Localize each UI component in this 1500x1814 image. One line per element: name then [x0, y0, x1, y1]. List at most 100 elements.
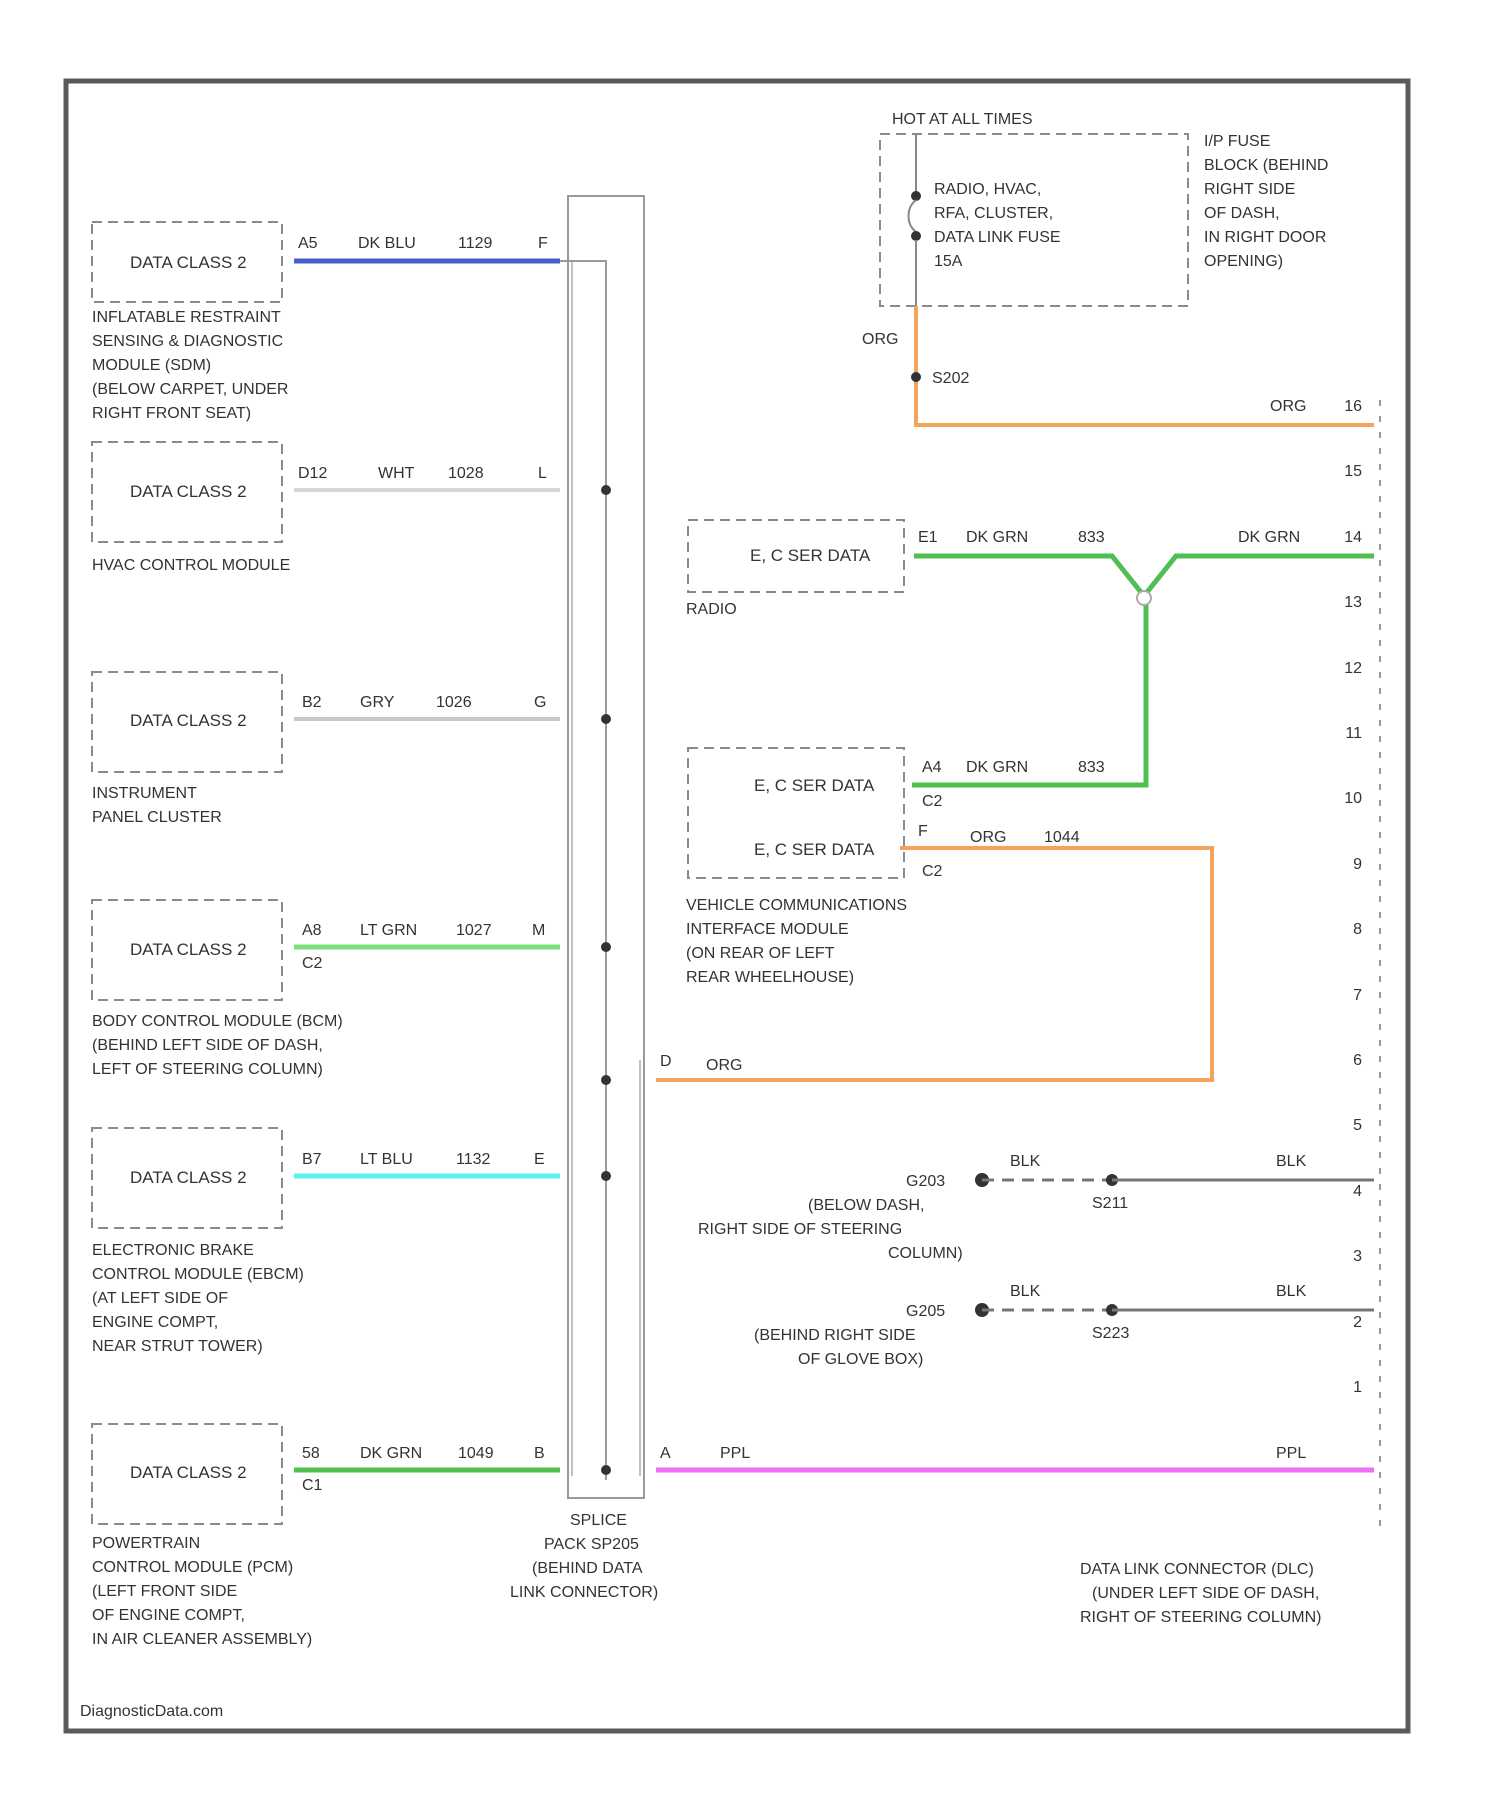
fuse-location-line: OF DASH, [1204, 205, 1280, 222]
module-desc-line: REAR WHEELHOUSE) [686, 969, 854, 986]
ground-desc-line: OF GLOVE BOX) [798, 1351, 923, 1368]
module-pin: A8 [302, 922, 322, 939]
module-desc-line: (AT LEFT SIDE OF [92, 1290, 228, 1307]
module-desc-line: INSTRUMENT [92, 785, 197, 802]
wire-color-label: BLK [1010, 1283, 1041, 1300]
ip-fuse-block: HOT AT ALL TIMES RADIO, HVAC, RFA, CLUST… [880, 111, 1328, 306]
splice-s202 [911, 372, 921, 382]
splice-out-a-pin: A [660, 1445, 671, 1462]
dlc-pin-number: 13 [1344, 594, 1362, 611]
module-desc-line: BODY CONTROL MODULE (BCM) [92, 1013, 343, 1030]
module-desc-line: NEAR STRUT TOWER) [92, 1338, 263, 1355]
dlc-desc-line: RIGHT OF STEERING COLUMN) [1080, 1609, 1322, 1626]
module-box-label: DATA CLASS 2 [130, 1463, 247, 1482]
module-desc-line: RADIO [686, 601, 737, 618]
dlc-wire-color: BLK [1276, 1283, 1307, 1300]
module-pin: B7 [302, 1151, 322, 1168]
splice-s202-label: S202 [932, 370, 969, 387]
ground-desc-line: RIGHT SIDE OF STEERING [698, 1221, 902, 1238]
splice-out-d-pin: D [660, 1053, 672, 1070]
hot-at-all-times: HOT AT ALL TIMES [892, 111, 1033, 128]
splice-label: S211 [1092, 1195, 1128, 1212]
module-box-label: DATA CLASS 2 [130, 253, 247, 272]
module-box-label: DATA CLASS 2 [130, 711, 247, 730]
ground-g205: G205 BLK S223 BLK (BEHIND RIGHT SIDE OF … [754, 1283, 1374, 1368]
splice-pack-sp205: SPLICE PACK SP205 (BEHIND DATA LINK CONN… [510, 196, 658, 1601]
module-desc-line: CONTROL MODULE (PCM) [92, 1559, 293, 1576]
wire-color-label: BLK [1010, 1153, 1041, 1170]
dlc-pin-number: 3 [1353, 1248, 1362, 1265]
module-pin: E1 [918, 529, 938, 546]
circuit-number: 1129 [458, 235, 493, 252]
splice-pin: M [532, 922, 545, 939]
module-box-label: DATA CLASS 2 [130, 940, 247, 959]
circuit-number: 1049 [458, 1445, 494, 1462]
dlc-pin-number: 5 [1353, 1117, 1362, 1134]
splice-pin: E [534, 1151, 545, 1168]
module-desc-line: HVAC CONTROL MODULE [92, 557, 290, 574]
footer-brand: DiagnosticData.com [80, 1703, 223, 1720]
wire-color-label: LT GRN [360, 922, 417, 939]
splice-out-d-color: ORG [706, 1057, 742, 1074]
splice-label-line: SPLICE [570, 1512, 627, 1529]
splice-label-line: (BEHIND DATA [532, 1560, 643, 1577]
module-desc-line: MODULE (SDM) [92, 357, 211, 374]
splice-pin: L [538, 465, 547, 482]
module-box-label: E, C SER DATA [754, 776, 875, 795]
module-box-label: DATA CLASS 2 [130, 1168, 247, 1187]
module-desc-line: SENSING & DIAGNOSTIC [92, 333, 283, 350]
splice-label: S223 [1092, 1325, 1129, 1342]
wire-dk-grn-vcim [912, 596, 1146, 785]
module-connector: C2 [302, 955, 323, 972]
wire-color-label: WHT [378, 465, 415, 482]
module-desc-line: LEFT OF STEERING COLUMN) [92, 1061, 323, 1078]
module-desc-line: ENGINE COMPT, [92, 1314, 218, 1331]
splice-node [601, 1171, 611, 1181]
module-pin: F [918, 823, 928, 840]
module-desc-line: INTERFACE MODULE [686, 921, 849, 938]
dlc-pin-number: 8 [1353, 921, 1362, 938]
module-sdm: DATA CLASS 2 A5 DK BLU 1129 F INFLATABLE… [92, 222, 560, 422]
module-hvac: DATA CLASS 2 D12 WHT 1028 L HVAC CONTROL… [92, 442, 560, 574]
module-connector: C2 [922, 793, 943, 810]
module-connector: C2 [922, 863, 943, 880]
fuse-terminal [911, 191, 921, 201]
wire-junction [1137, 591, 1151, 605]
dlc-pin14-color: DK GRN [1238, 529, 1300, 546]
module-pin: B2 [302, 694, 322, 711]
splice-node [601, 485, 611, 495]
circuit-number: 1028 [448, 465, 484, 482]
fuse-location-line: OPENING) [1204, 253, 1283, 270]
fuse-text-line: 15A [934, 253, 963, 270]
module-desc-line: CONTROL MODULE (EBCM) [92, 1266, 304, 1283]
module-desc-line: (BELOW CARPET, UNDER [92, 381, 288, 398]
dlc-pin-number: 6 [1353, 1052, 1362, 1069]
module-desc-line: VEHICLE COMMUNICATIONS [686, 897, 907, 914]
circuit-number: 833 [1078, 759, 1105, 776]
dlc-desc-line: (UNDER LEFT SIDE OF DASH, [1092, 1585, 1319, 1602]
module-instrument-cluster: DATA CLASS 2 B2 GRY 1026 G INSTRUMENT PA… [92, 672, 560, 826]
circuit-number: 1044 [1044, 829, 1080, 846]
module-pin: D12 [298, 465, 327, 482]
fuse-location-line: RIGHT SIDE [1204, 181, 1295, 198]
circuit-number: 1132 [456, 1151, 491, 1168]
ground-desc-line: (BEHIND RIGHT SIDE [754, 1327, 916, 1344]
splice-node [601, 1075, 611, 1085]
module-box-label: DATA CLASS 2 [130, 482, 247, 501]
circuit-number: 1027 [456, 922, 492, 939]
dlc-pin-number: 11 [1345, 725, 1362, 742]
dlc-pin-number: 12 [1344, 660, 1362, 677]
wire-color-label: LT BLU [360, 1151, 413, 1168]
module-desc-line: IN AIR CLEANER ASSEMBLY) [92, 1631, 312, 1648]
module-radio: E, C SER DATA E1 DK GRN 833 RADIO [686, 520, 1105, 618]
splice-node [601, 942, 611, 952]
module-connector: C1 [302, 1477, 323, 1494]
module-desc-line: PANEL CLUSTER [92, 809, 222, 826]
circuit-number: 833 [1078, 529, 1105, 546]
wire-dk-grn-radio [914, 556, 1144, 596]
dlc-pin-number: 1 [1353, 1379, 1362, 1396]
module-desc-line: ELECTRONIC BRAKE [92, 1242, 254, 1259]
